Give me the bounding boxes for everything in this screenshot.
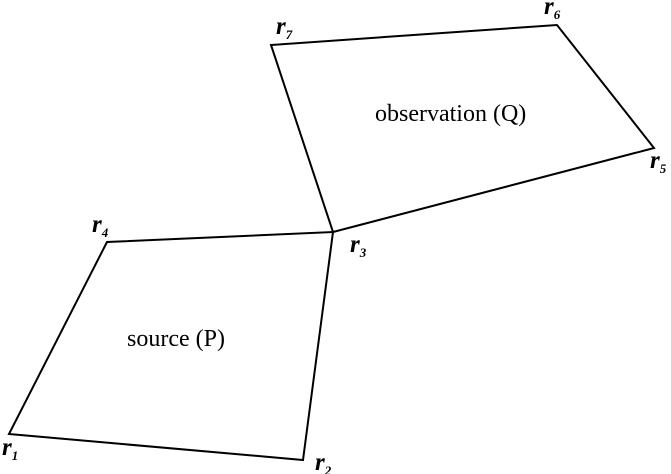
vertex-label-r2: r2	[315, 449, 332, 474]
vertex-label-r3: r3	[350, 231, 367, 260]
vertex-label-r4: r4	[92, 211, 109, 240]
source-region-label: source (P)	[127, 326, 225, 352]
observation-quadrilateral	[269, 23, 656, 234]
observation-region-label: observation (Q)	[375, 101, 526, 127]
vertex-label-r1: r1	[2, 434, 18, 463]
vertex-label-r5: r5	[650, 147, 667, 176]
vertex-label-r7: r7	[276, 13, 293, 42]
vertex-label-r6: r6	[544, 0, 561, 22]
